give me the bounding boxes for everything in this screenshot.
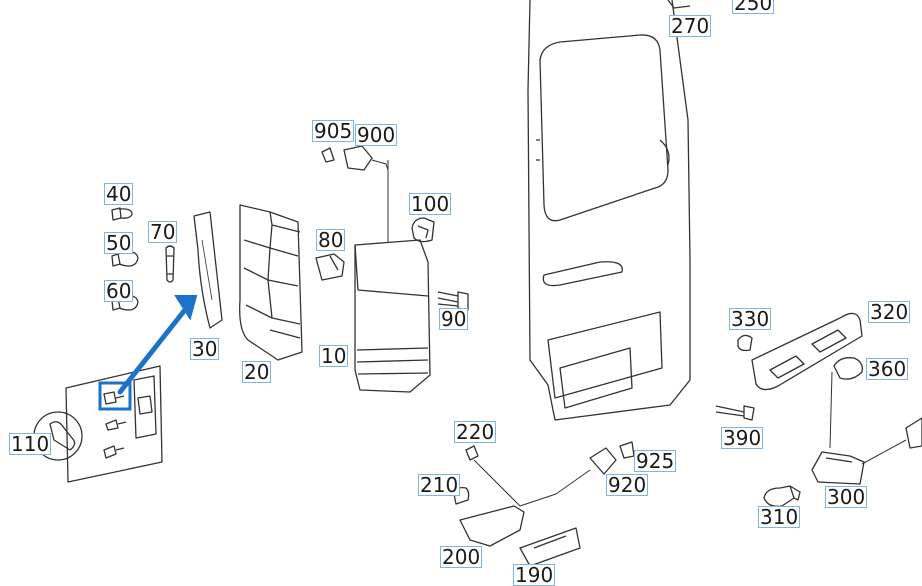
callout-40[interactable]: 40: [104, 182, 134, 206]
callout-50[interactable]: 50: [104, 231, 134, 255]
handle-320: [751, 312, 863, 391]
lamp-200: [459, 505, 525, 547]
socket-905: [321, 147, 335, 163]
callout-900[interactable]: 900: [355, 123, 398, 147]
callout-905[interactable]: 905: [312, 119, 355, 143]
socket-900: [343, 145, 373, 171]
bulb-310: [763, 485, 801, 507]
screw-390: [715, 405, 755, 421]
callout-925[interactable]: 925: [634, 449, 677, 473]
callout-360[interactable]: 360: [866, 357, 909, 381]
socket-925: [619, 441, 635, 459]
callout-80[interactable]: 80: [316, 228, 346, 252]
callout-20[interactable]: 20: [242, 360, 272, 384]
mounting-plate: [33, 365, 163, 483]
callout-110[interactable]: 110: [9, 432, 52, 456]
callout-60[interactable]: 60: [104, 279, 134, 303]
callout-90[interactable]: 90: [439, 307, 469, 331]
cap-330: [737, 334, 753, 352]
callout-30[interactable]: 30: [190, 337, 220, 361]
rear-door: [527, 0, 691, 421]
callout-190[interactable]: 190: [513, 563, 556, 586]
callout-300[interactable]: 300: [825, 485, 868, 509]
callout-70[interactable]: 70: [148, 220, 178, 244]
plug-220: [465, 445, 479, 461]
tail-light-10: [354, 160, 431, 393]
callout-100[interactable]: 100: [409, 192, 452, 216]
screw-90: [437, 291, 469, 311]
lamp-190: [519, 527, 581, 567]
callout-210[interactable]: 210: [418, 473, 461, 497]
arrow-icon: [98, 295, 198, 411]
bulb-40: [111, 207, 133, 221]
socket-80: [315, 253, 345, 281]
bracket-30: [193, 211, 223, 329]
tail-light-20: [239, 204, 303, 361]
callout-10[interactable]: 10: [319, 344, 349, 368]
callout-390[interactable]: 390: [721, 426, 764, 450]
callout-270[interactable]: 270: [669, 14, 712, 38]
grommet-360: [833, 357, 863, 380]
callout-320[interactable]: 320: [868, 300, 911, 324]
callout-200[interactable]: 200: [440, 545, 483, 569]
callout-310[interactable]: 310: [758, 505, 801, 529]
connector-920: [589, 447, 617, 475]
bulb-70: [165, 245, 175, 283]
callout-220[interactable]: 220: [454, 420, 497, 444]
callout-330[interactable]: 330: [729, 307, 772, 331]
callout-920[interactable]: 920: [606, 473, 649, 497]
clip-100: [411, 217, 435, 243]
callout-250[interactable]: 250: [732, 0, 775, 14]
lamp-300: [811, 451, 865, 485]
